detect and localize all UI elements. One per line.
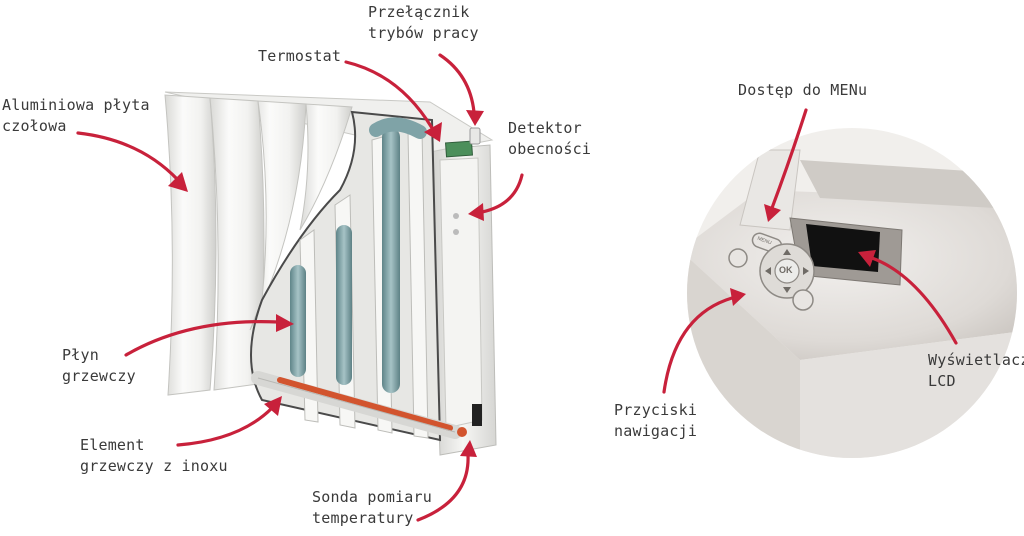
arrow-nav bbox=[662, 288, 746, 394]
radiator-body bbox=[164, 91, 497, 456]
label-heating-element: Element grzewczy z inoxu bbox=[80, 436, 228, 475]
label-menu-access: Dostęp do MENu bbox=[738, 81, 868, 99]
label-heating-fluid: Płyn grzewczy bbox=[62, 346, 136, 385]
arrow-presence bbox=[468, 173, 524, 221]
control-panel-closeup bbox=[687, 128, 1017, 458]
label-lcd-display: Wyświetlacz LCD bbox=[928, 351, 1024, 390]
arrow-plate bbox=[76, 131, 188, 192]
arrow-menu bbox=[764, 108, 808, 222]
fluid-tubes bbox=[290, 117, 427, 393]
lcd-display bbox=[789, 217, 903, 286]
label-temperature-probe: Sonda pomiaru temperatury bbox=[312, 488, 432, 527]
arrow-mode-switch bbox=[438, 53, 484, 126]
arrow-thermostat bbox=[344, 60, 442, 142]
label-thermostat: Termostat bbox=[258, 47, 342, 65]
arrow-heater bbox=[176, 396, 282, 447]
label-aluminium-plate: Aluminiowa płyta czołowa bbox=[2, 96, 150, 135]
thermostat-board bbox=[445, 140, 473, 158]
arrow-lcd bbox=[858, 250, 958, 345]
navigation-buttons bbox=[728, 232, 815, 311]
arrow-fluid bbox=[124, 314, 294, 357]
label-navigation-buttons: Przyciski nawigacji bbox=[614, 401, 698, 440]
presence-detector bbox=[453, 213, 459, 219]
label-presence-detector: Detektor obecności bbox=[508, 119, 592, 158]
heating-element bbox=[251, 371, 462, 439]
label-mode-switch: Przełącznik trybów pracy bbox=[368, 3, 479, 42]
mode-switch bbox=[469, 127, 481, 145]
arrow-probe bbox=[416, 440, 477, 522]
temperature-probe bbox=[472, 404, 482, 426]
ok-button-label: OK bbox=[779, 265, 793, 275]
